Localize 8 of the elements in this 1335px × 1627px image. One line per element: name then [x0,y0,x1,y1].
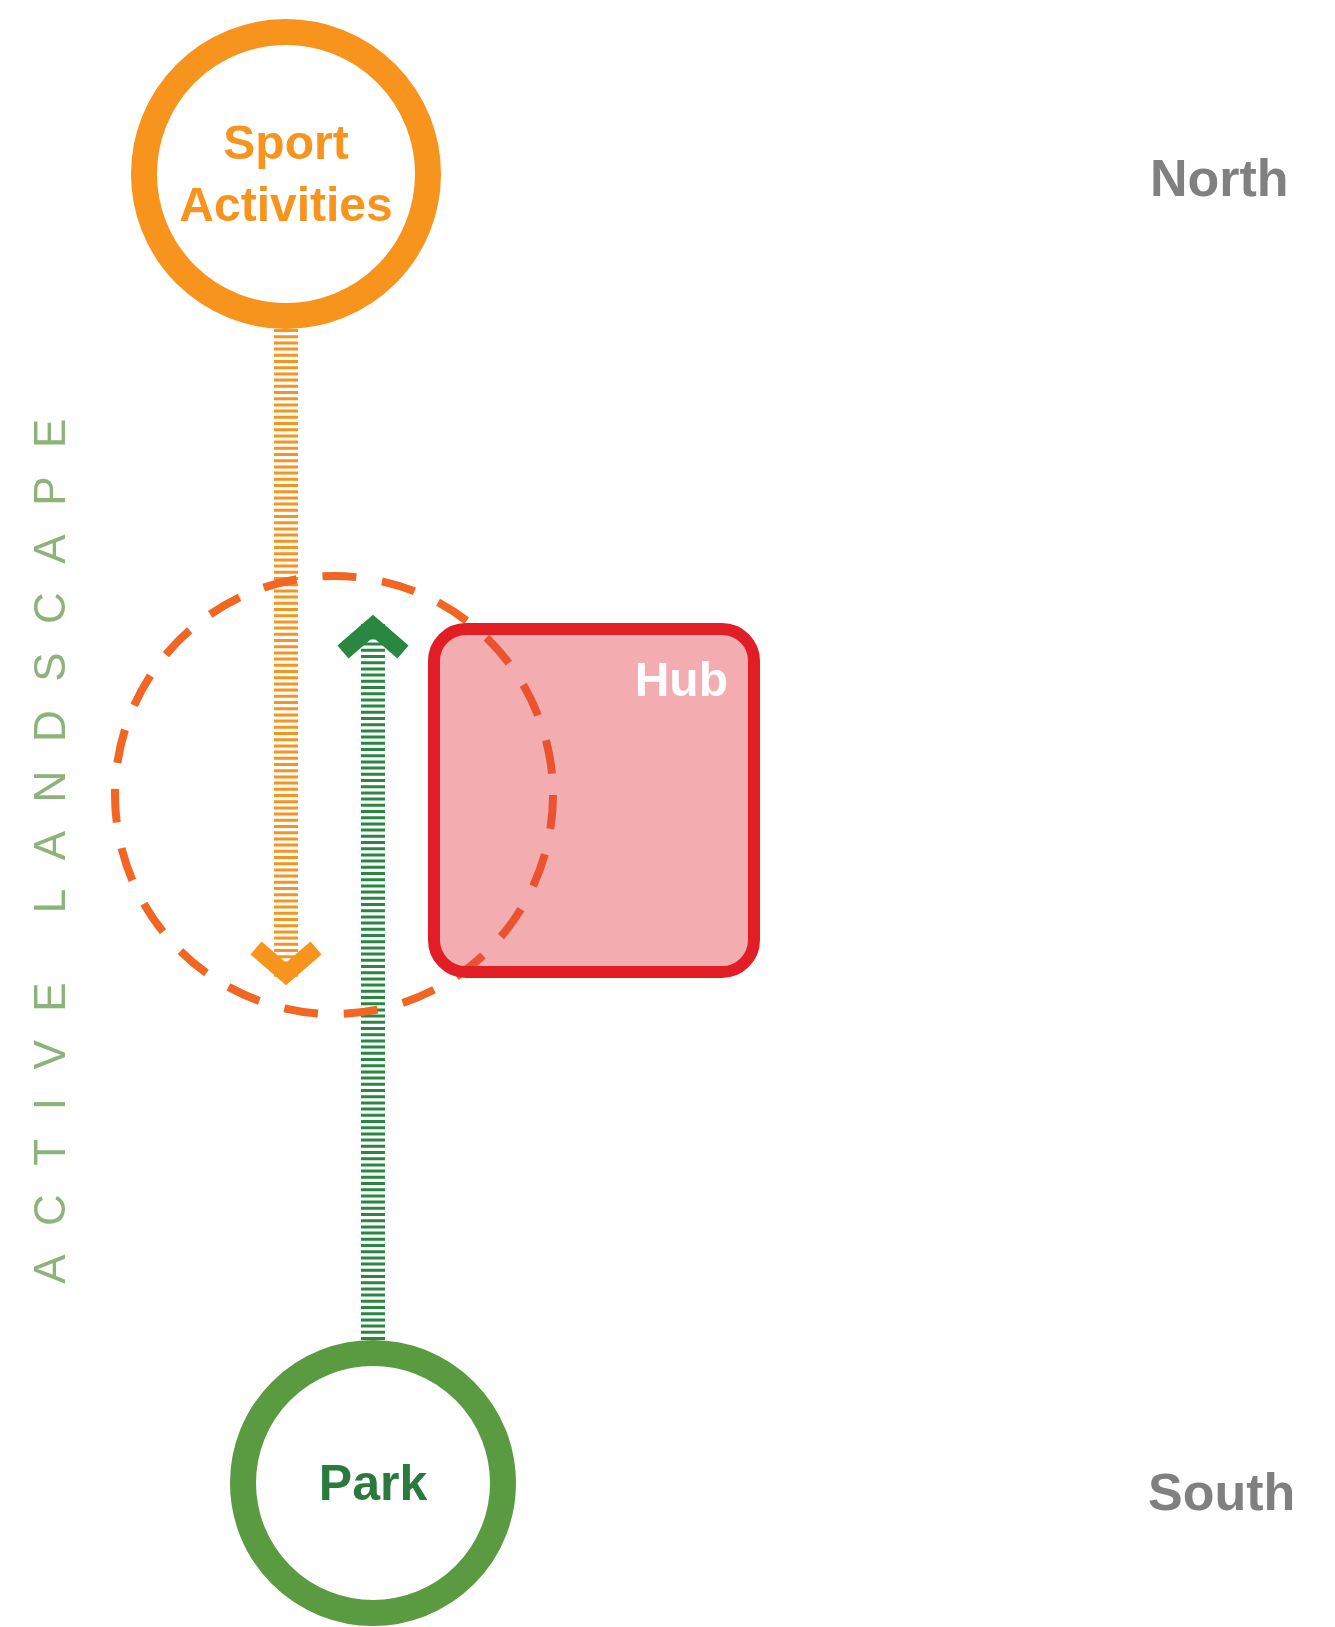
node-label: Hub [634,652,728,708]
hub-box [428,623,760,978]
direction-label: South [1148,1462,1296,1522]
node-label: Sport Activities [178,114,394,233]
side-label: ACTIVE LANDSCAPE [25,390,75,1284]
node-label: Park [318,1453,428,1513]
direction-label: North [1150,148,1289,208]
dashed-circle [111,572,557,1018]
